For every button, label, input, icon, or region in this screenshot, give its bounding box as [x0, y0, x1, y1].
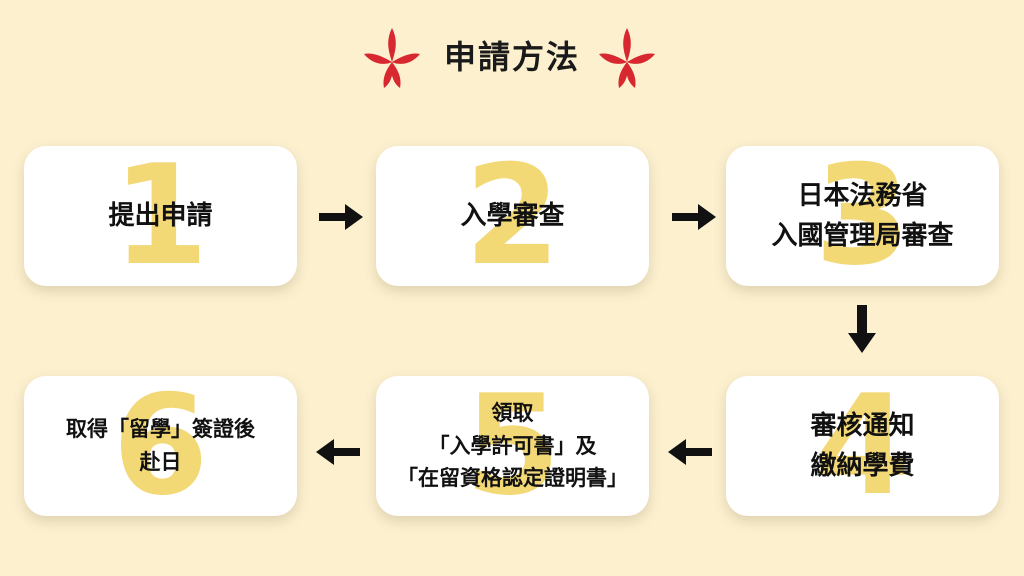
step-label: 「在留資格認定證明書」 — [397, 466, 628, 491]
step-label: 入國管理局審查 — [771, 221, 954, 251]
step-text: 入學審查 — [376, 146, 649, 286]
red-leaf-ornament-icon — [364, 28, 420, 88]
step-label: 入學審查 — [460, 200, 565, 231]
arrow-left-icon — [316, 439, 360, 465]
step-text: 提出申請 — [24, 146, 297, 286]
step-label: 審核通知 — [810, 410, 915, 441]
arrow-right-icon — [319, 204, 363, 230]
step-label: 「入學許可書」及 — [428, 433, 597, 458]
step-card-2: 2 入學審查 — [376, 146, 649, 286]
step-number: 1 — [112, 146, 209, 286]
step-label: 取得「留學」簽證後 — [66, 417, 255, 442]
red-leaf-ornament-icon — [599, 28, 655, 88]
step-label: 提出申請 — [108, 200, 213, 231]
step-text: 日本法務省 入國管理局審查 — [726, 146, 999, 286]
step-label: 繳納學費 — [810, 451, 915, 481]
step-card-5: 5 領取 「入學許可書」及 「在留資格認定證明書」 — [376, 376, 649, 516]
step-text: 領取 「入學許可書」及 「在留資格認定證明書」 — [376, 376, 649, 516]
step-number: 6 — [112, 376, 209, 516]
arrow-down-icon — [848, 305, 876, 353]
header: 申請方法 — [0, 22, 1024, 92]
step-label: 赴日 — [139, 450, 182, 474]
step-label: 日本法務省 — [797, 180, 928, 211]
step-card-4: 4 審核通知 繳納學費 — [726, 376, 999, 516]
step-number: 2 — [464, 146, 561, 286]
step-card-6: 6 取得「留學」簽證後 赴日 — [24, 376, 297, 516]
step-text: 審核通知 繳納學費 — [726, 376, 999, 516]
step-number: 4 — [814, 376, 911, 516]
step-number: 5 — [464, 376, 561, 516]
step-card-3: 3 日本法務省 入國管理局審查 — [726, 146, 999, 286]
step-text: 取得「留學」簽證後 赴日 — [24, 376, 297, 516]
page-title: 申請方法 — [443, 38, 580, 76]
step-label: 領取 — [491, 401, 534, 426]
step-card-1: 1 提出申請 — [24, 146, 297, 286]
arrow-right-icon — [672, 204, 716, 230]
step-number: 3 — [814, 146, 911, 286]
arrow-left-icon — [668, 439, 712, 465]
